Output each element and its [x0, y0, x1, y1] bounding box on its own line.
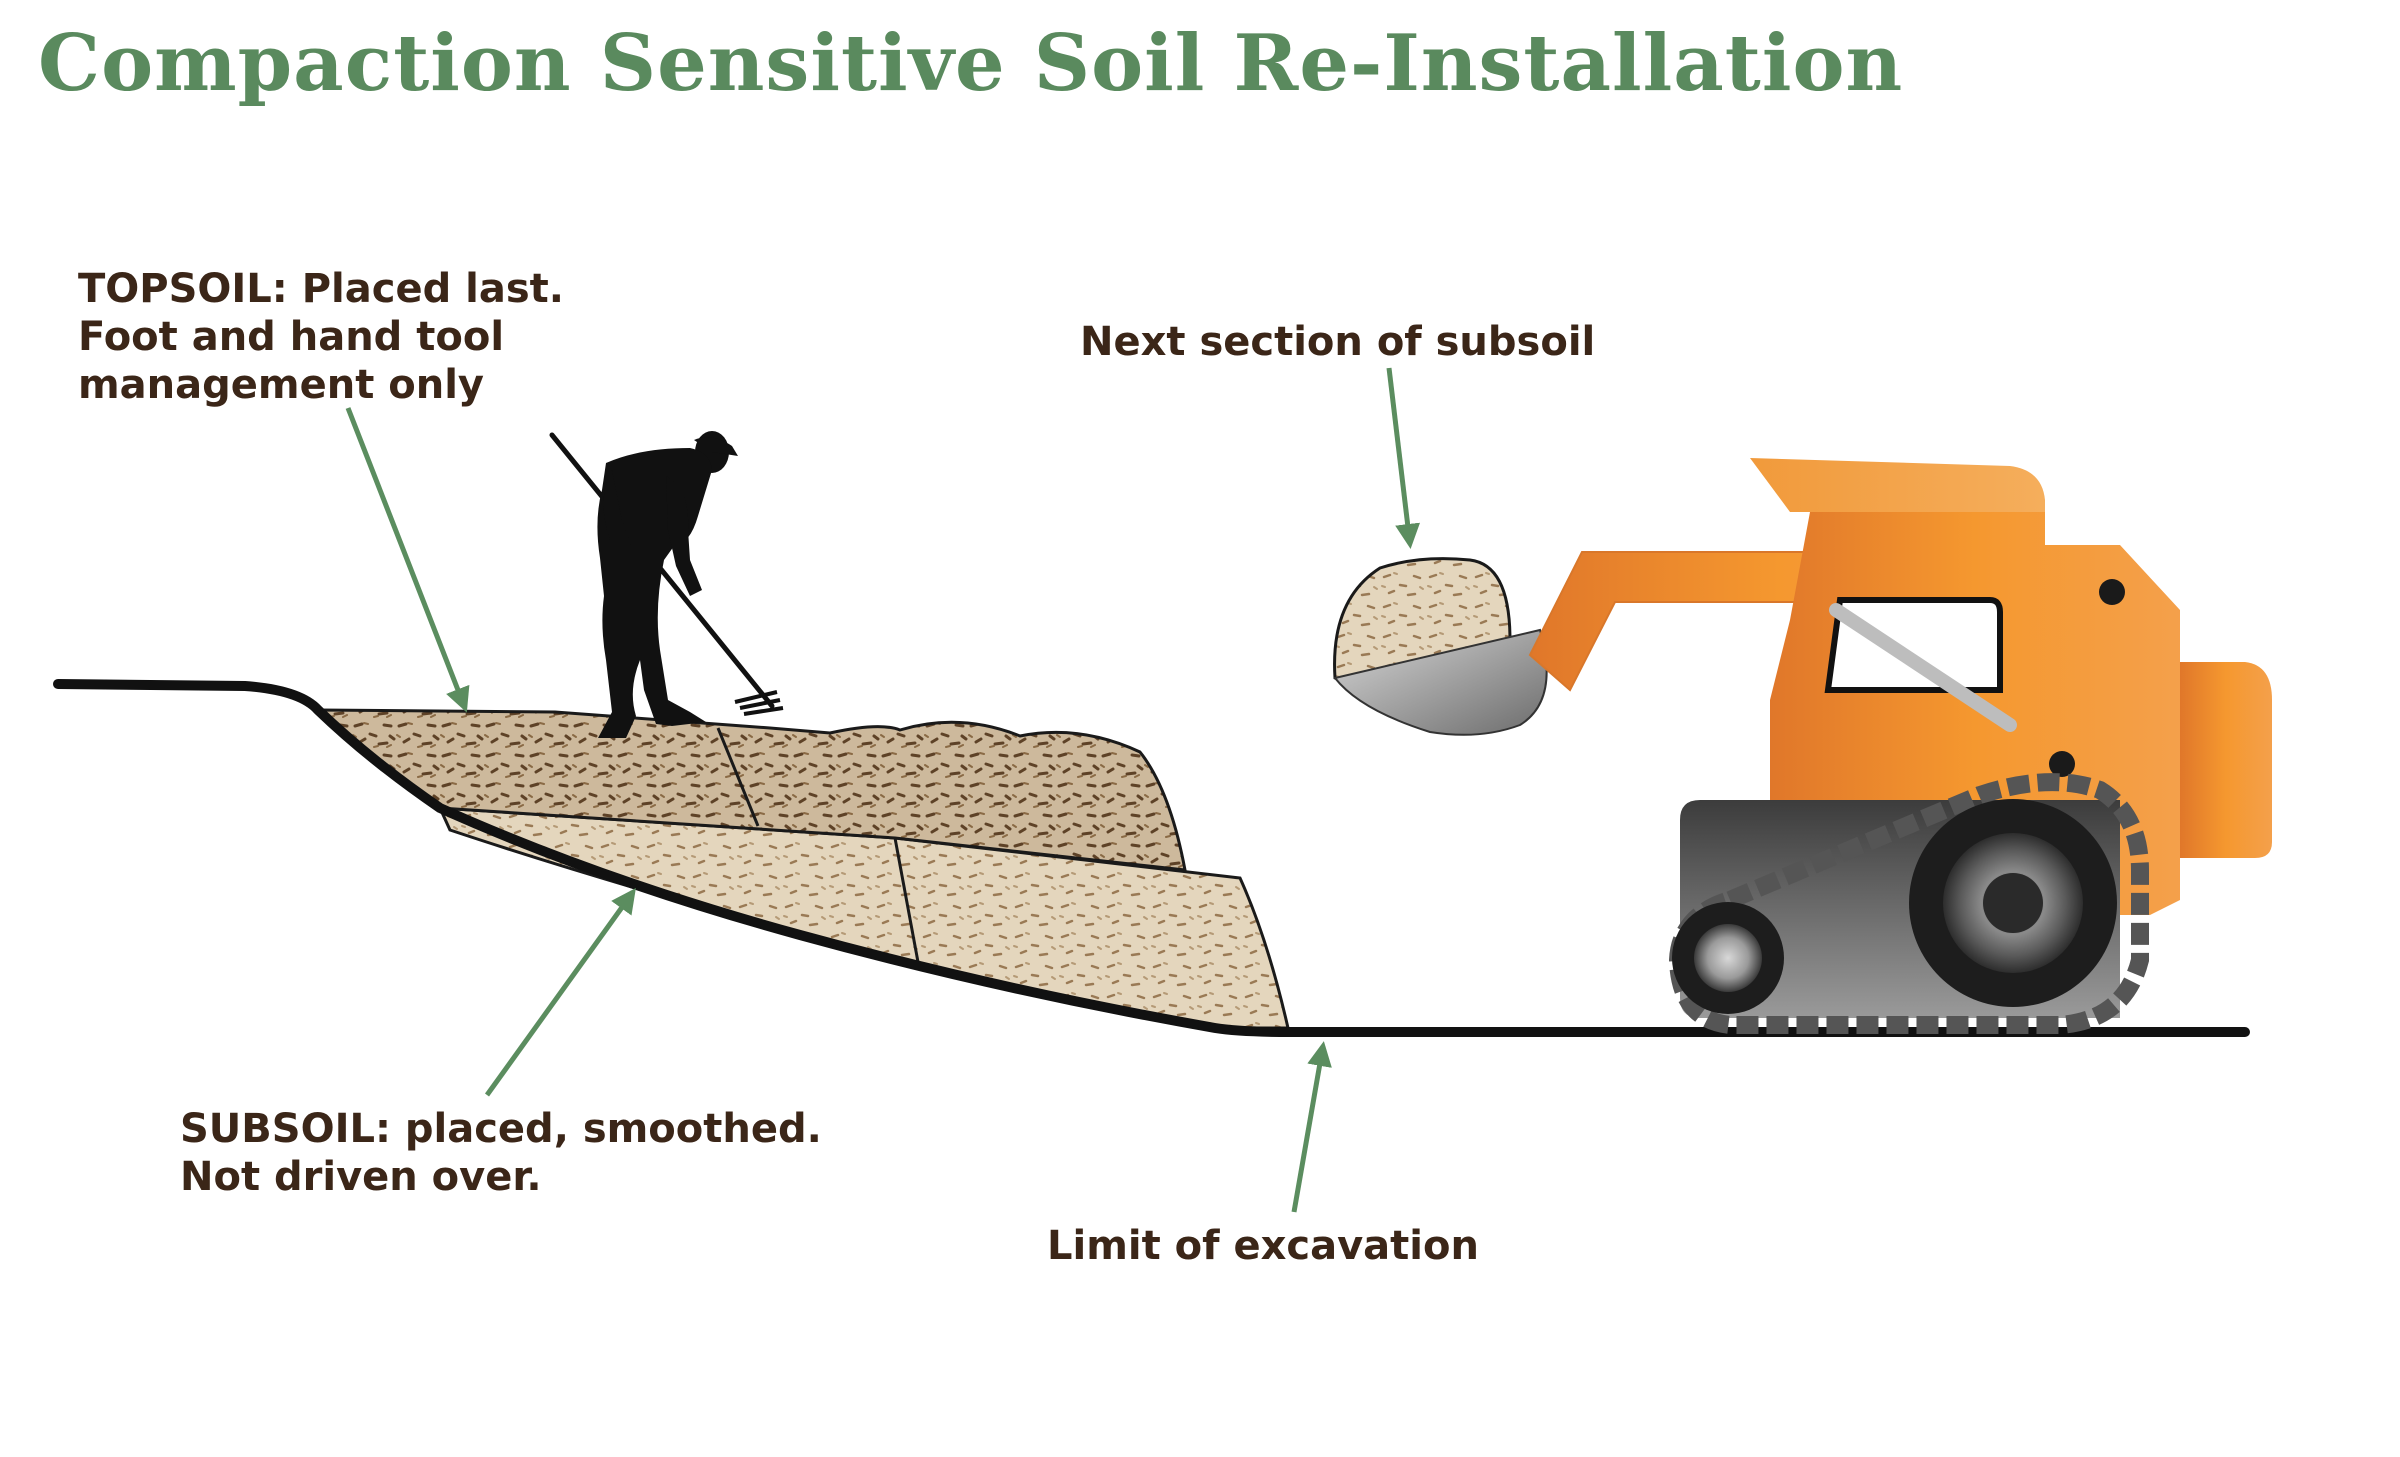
limit-of-excavation-label: Limit of excavation	[1047, 1223, 1479, 1269]
topsoil-label-line-1: TOPSOIL: Placed last.	[78, 266, 564, 312]
next-section-label: Next section of subsoil	[1080, 319, 1596, 365]
ground-profile-line	[53, 679, 2250, 1037]
next-section-arrow	[1386, 367, 1421, 549]
worker-with-rake-icon	[549, 431, 784, 738]
subsoil-label-line-2: Not driven over.	[180, 1154, 542, 1200]
subsoil-label: SUBSOIL: placed, smoothed. Not driven ov…	[180, 1105, 822, 1201]
topsoil-arrow	[345, 407, 470, 713]
limit-arrow	[1291, 1041, 1332, 1213]
topsoil-label: TOPSOIL: Placed last. Foot and hand tool…	[78, 265, 564, 409]
topsoil-label-line-3: management only	[78, 362, 484, 408]
subsoil-arrow	[484, 887, 636, 1097]
subsoil-label-line-1: SUBSOIL: placed, smoothed.	[180, 1106, 822, 1152]
arrows	[345, 367, 1421, 1213]
skid-steer-loader-icon	[1333, 458, 2272, 1034]
topsoil-label-line-2: Foot and hand tool	[78, 314, 505, 360]
page-title: Compaction Sensitive Soil Re-Installatio…	[38, 18, 1904, 109]
